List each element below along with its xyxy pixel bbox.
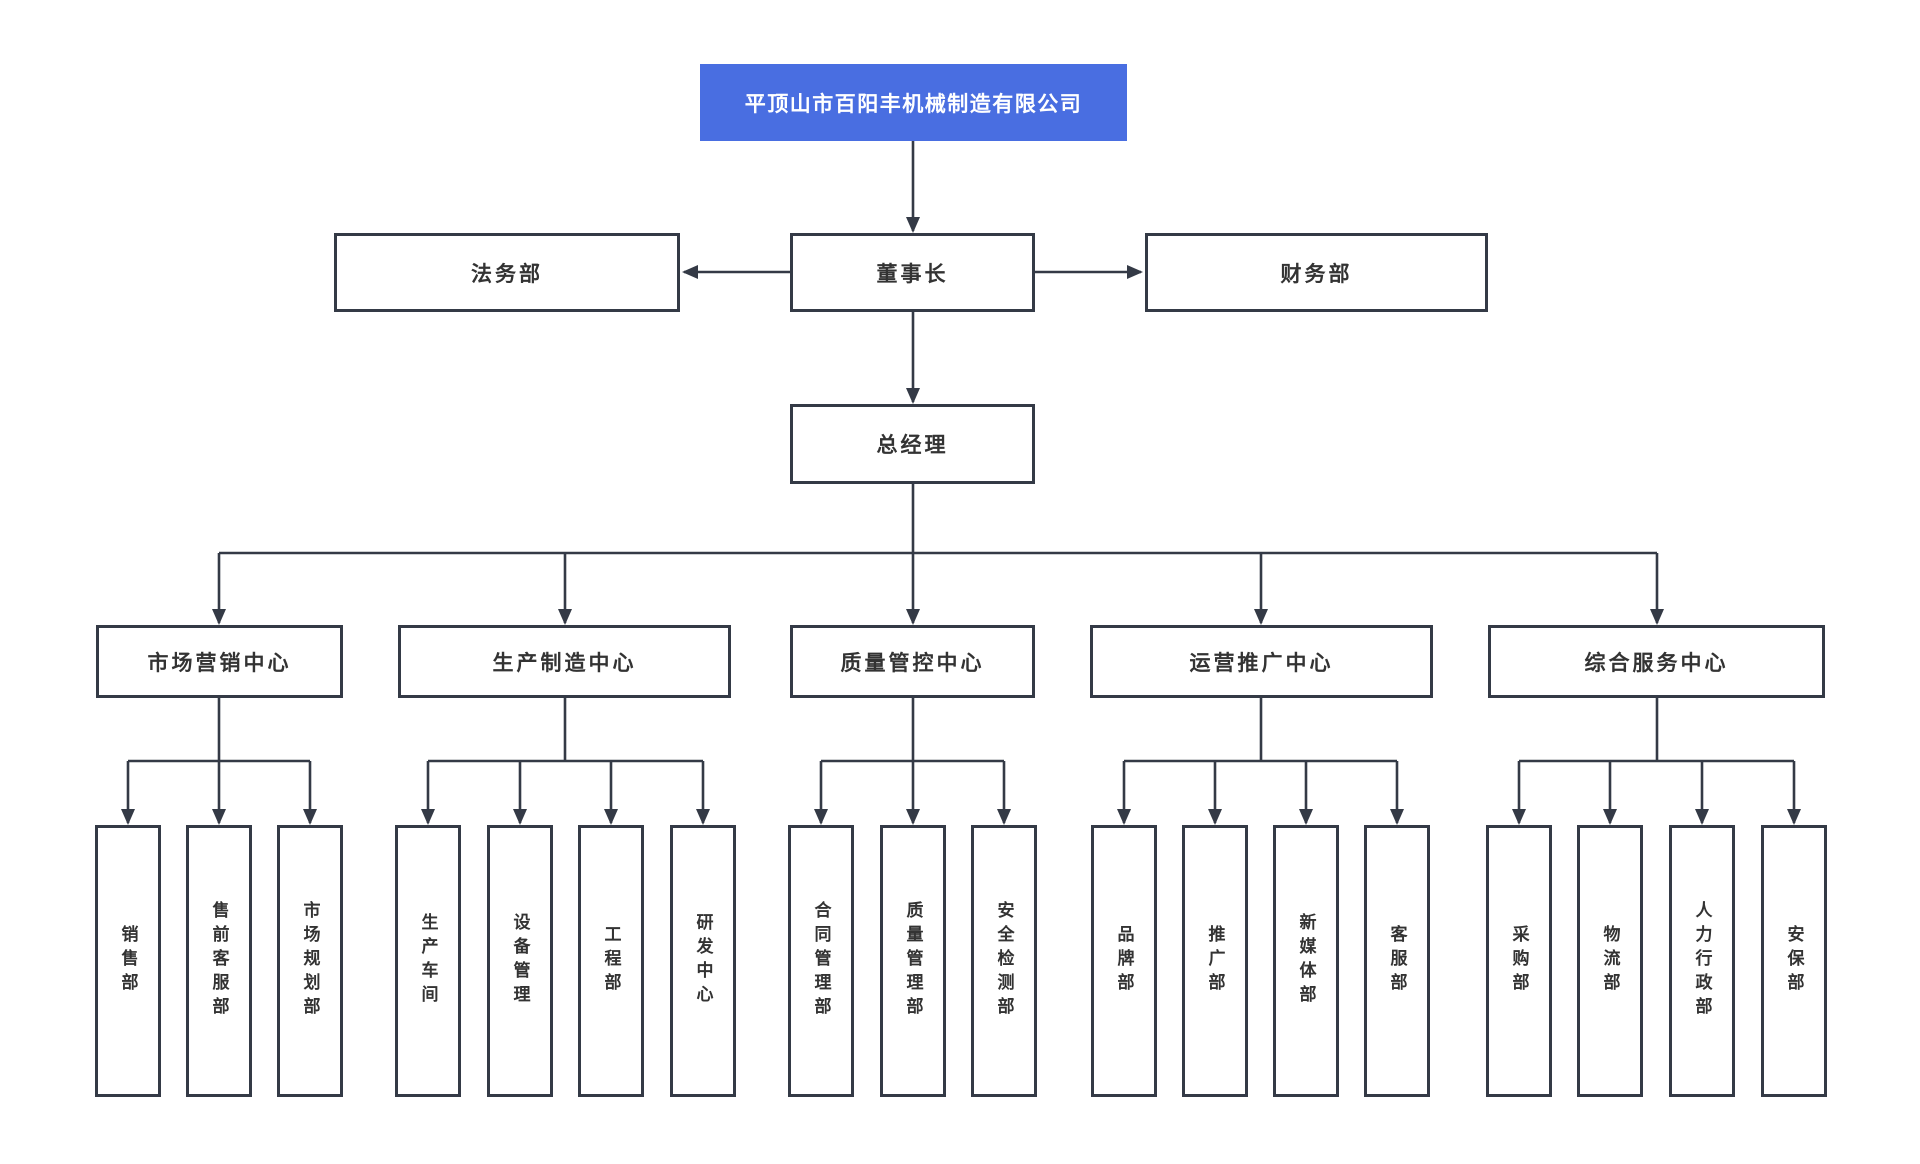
dept-rnd-center: 研发中心 (670, 825, 736, 1097)
dept-production-workshop: 生产车间 (395, 825, 461, 1097)
center-services: 综合服务中心 (1488, 625, 1825, 698)
node-general-manager: 总经理 (790, 404, 1035, 484)
dept-engineering: 工程部 (578, 825, 644, 1097)
center-production: 生产制造中心 (398, 625, 731, 698)
dept-brand: 品牌部 (1091, 825, 1157, 1097)
dept-equipment-mgmt: 设备管理 (487, 825, 553, 1097)
dept-security: 安保部 (1761, 825, 1827, 1097)
dept-sales: 销售部 (95, 825, 161, 1097)
dept-procurement: 采购部 (1486, 825, 1552, 1097)
center-quality: 质量管控中心 (790, 625, 1035, 698)
dept-presales-service: 售前客服部 (186, 825, 252, 1097)
center-marketing: 市场营销中心 (96, 625, 343, 698)
dept-logistics: 物流部 (1577, 825, 1643, 1097)
dept-market-planning: 市场规划部 (277, 825, 343, 1097)
dept-customer-service: 客服部 (1364, 825, 1430, 1097)
dept-hr-admin: 人力行政部 (1669, 825, 1735, 1097)
dept-safety-inspection: 安全检测部 (971, 825, 1037, 1097)
dept-new-media: 新媒体部 (1273, 825, 1339, 1097)
node-legal-dept: 法务部 (334, 233, 680, 312)
dept-quality-mgmt: 质量管理部 (880, 825, 946, 1097)
center-operations: 运营推广中心 (1090, 625, 1433, 698)
node-finance-dept: 财务部 (1145, 233, 1488, 312)
dept-contract-mgmt: 合同管理部 (788, 825, 854, 1097)
node-company: 平顶山市百阳丰机械制造有限公司 (700, 64, 1127, 141)
node-chairman: 董事长 (790, 233, 1035, 312)
dept-promotion: 推广部 (1182, 825, 1248, 1097)
